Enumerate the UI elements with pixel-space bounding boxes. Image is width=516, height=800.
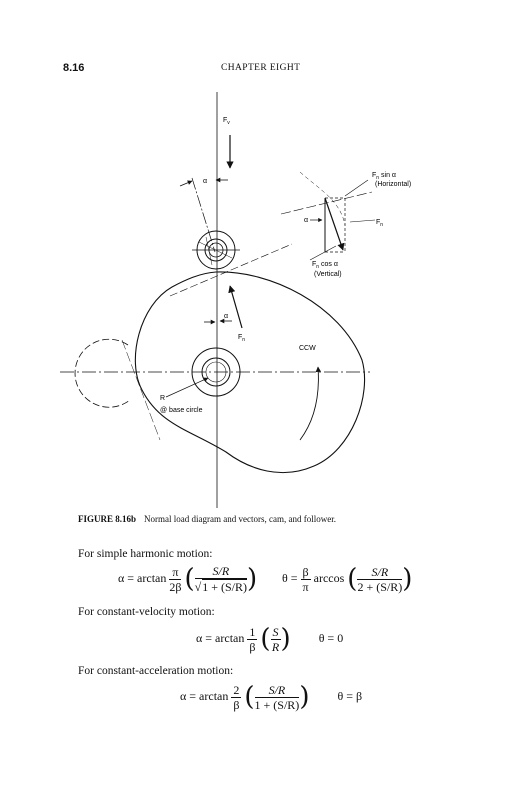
eq-text: α = arctan <box>180 688 229 703</box>
num: S <box>270 624 281 640</box>
alpha-top-line <box>191 177 216 253</box>
den: √1 + (S/R) <box>194 579 248 594</box>
eq-text: α = arctan <box>118 570 167 585</box>
num: S/R <box>194 564 248 579</box>
alpha-mid-label: α <box>224 313 228 320</box>
caption-label: FIGURE 8.16b <box>78 514 137 524</box>
constant-velocity-heading: For constant-velocity motion: <box>78 606 215 618</box>
base-circle-label: @ base circle <box>160 407 203 414</box>
r-leader <box>165 377 209 398</box>
ccw-label: CCW <box>299 345 316 352</box>
den: R <box>271 639 280 654</box>
cam-hub-inner <box>201 357 231 387</box>
alpha-inset-label: α <box>304 217 308 224</box>
fn-cos-label: Fn cos α <box>312 261 338 270</box>
den: 2β <box>169 579 182 594</box>
ccw-arrow <box>299 366 322 441</box>
cam-profile <box>134 271 366 474</box>
fn-label: Fn <box>238 334 245 343</box>
figure-caption: FIGURE 8.16b Normal load diagram and vect… <box>78 514 336 524</box>
sqrt-sign: √ <box>194 580 202 594</box>
frac: S/R√1 + (S/R) <box>194 564 248 594</box>
den: β <box>249 639 256 654</box>
den: 2 + (S/R) <box>357 579 403 594</box>
den: 1 + (S/R) <box>254 697 300 712</box>
r-label: R <box>160 395 165 402</box>
den: π <box>302 579 309 594</box>
num: π <box>169 565 182 580</box>
cam-hub-outer <box>191 347 241 397</box>
vector-inset: α <box>280 171 376 261</box>
fv-label: Fv <box>223 117 230 126</box>
alpha-top-label: α <box>203 178 207 185</box>
fn-right-label: Fn <box>376 219 383 228</box>
page-header: 8.16 CHAPTER EIGHT <box>63 62 463 78</box>
horizontal-label: (Horizontal) <box>375 181 411 188</box>
page-number: 8.16 <box>63 62 85 74</box>
constant-acceleration-heading: For constant-acceleration motion: <box>78 665 234 677</box>
simple-harmonic-heading: For simple harmonic motion: <box>78 548 213 560</box>
caption-text: Normal load diagram and vectors, cam, an… <box>144 514 336 524</box>
num: S/R <box>357 565 403 580</box>
num: S/R <box>254 683 300 698</box>
fn-arrow <box>228 285 243 329</box>
sqrt-body: 1 + (S/R) <box>202 579 248 594</box>
fn-sin-label: Fn sin α <box>372 172 396 181</box>
tangent-line <box>169 243 293 297</box>
arccos: arccos <box>313 570 345 585</box>
eq-text: θ = <box>282 570 298 585</box>
eq-text: α = arctan <box>196 630 245 645</box>
cam-follower-figure: Fv α Fn α CCW R @ base circle α <box>60 92 411 508</box>
base-circle-arc <box>74 338 131 408</box>
eq-theta-zero: θ = 0 <box>318 630 344 645</box>
chapter-title: CHAPTER EIGHT <box>221 63 301 73</box>
eq-theta-beta: θ = β <box>337 688 363 703</box>
den: β <box>233 697 240 712</box>
num: 2 <box>231 682 242 698</box>
num: β <box>300 564 311 580</box>
vertical-label: (Vertical) <box>314 271 342 278</box>
num: 1 <box>247 624 258 640</box>
